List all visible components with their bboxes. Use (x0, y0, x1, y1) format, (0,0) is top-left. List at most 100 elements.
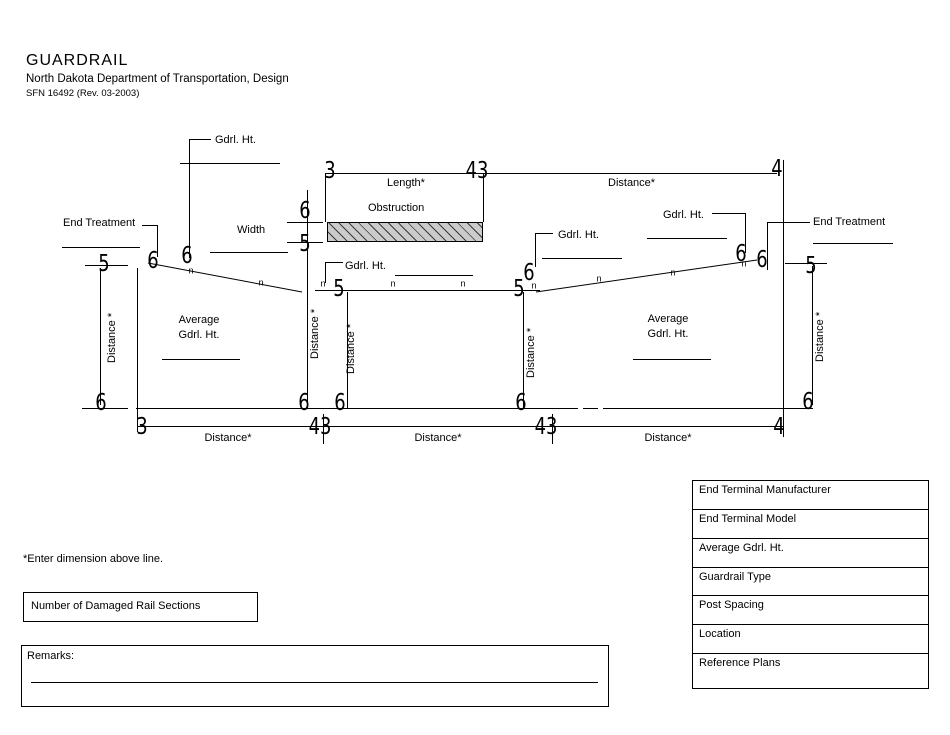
dimension-marker-4: 4 (771, 156, 783, 183)
gdrl-ht-top-leader (189, 139, 211, 140)
table-row-label: Location (699, 628, 741, 640)
gdrl-ht-middle-leader (325, 262, 343, 263)
bottom-dim-tick-middle (552, 414, 553, 444)
damaged-rail-sections-label: Number of Damaged Rail Sections (31, 600, 201, 612)
dimension-footnote: *Enter dimension above line. (23, 553, 164, 565)
table-row-label: End Terminal Manufacturer (699, 484, 831, 496)
obstruction-bottom-tick (287, 242, 323, 243)
guardrail-slant-right (535, 259, 758, 293)
table-row-label: Reference Plans (699, 657, 781, 669)
end-treatment-right-entry-line[interactable] (813, 243, 893, 244)
table-row-end-terminal-model[interactable]: End Terminal Model (693, 510, 928, 539)
ground-line-left (136, 408, 578, 409)
dimension-marker-6: 6 (147, 248, 159, 275)
table-row-label: Post Spacing (699, 599, 764, 611)
end-treatment-left-label: End Treatment (63, 217, 136, 229)
dimension-marker-6: 6 (298, 390, 310, 417)
gdrl-ht-midright-entry-line[interactable] (542, 258, 622, 259)
damaged-rail-sections-field[interactable]: Number of Damaged Rail Sections (23, 592, 258, 622)
dimension-marker-6: 6 (95, 390, 107, 417)
ground-line-right (603, 408, 813, 409)
gdrl-ht-right-leader (712, 213, 745, 214)
gdrl-ht-middle-entry-line[interactable] (395, 275, 473, 276)
end-treatment-left-leader-vert (157, 225, 158, 257)
distance-vertical-mid-left: Distance * (345, 323, 357, 374)
page-title: GUARDRAIL (26, 52, 129, 69)
gdrl-ht-midright-leader (535, 233, 553, 234)
dimension-marker-5: 5 (333, 276, 345, 303)
dimension-marker-43: 43 (465, 158, 489, 185)
post-marker-n: n (390, 278, 396, 289)
remarks-entry-line[interactable] (31, 682, 598, 683)
bottom-dim-tick-left (323, 414, 324, 444)
bottom-dimension-line (137, 426, 783, 427)
table-row-average-gdrl-ht[interactable]: Average Gdrl. Ht. (693, 539, 928, 568)
post-marker-n: n (596, 273, 602, 284)
remarks-field[interactable]: Remarks: (21, 645, 609, 707)
dimension-marker-6: 6 (802, 389, 814, 416)
end-treatment-right-leader (768, 222, 810, 223)
table-row-guardrail-type[interactable]: Guardrail Type (693, 568, 928, 596)
right-boundary-vert-line (783, 160, 784, 437)
dimension-marker-6: 6 (181, 243, 193, 270)
table-row-label: End Terminal Model (699, 513, 797, 525)
middle-rail-line (315, 290, 540, 291)
dimension-marker-6: 6 (334, 390, 346, 417)
post-marker-n: n (320, 278, 326, 289)
average-gdrl-ht-right-entry-line[interactable] (633, 359, 711, 360)
table-row-location[interactable]: Location (693, 625, 928, 654)
right-distance-vert-line (812, 266, 813, 405)
dimension-marker-5: 5 (513, 276, 525, 303)
left-boundary-vert-line (137, 268, 138, 432)
right-top-tick (785, 263, 827, 264)
dimension-marker-6: 6 (523, 260, 535, 287)
dimension-marker-43: 43 (534, 414, 558, 441)
obstruction-right-drop (483, 173, 484, 222)
dimension-marker-6: 6 (515, 390, 527, 417)
top-dimension-line (325, 173, 777, 174)
table-row-reference-plans[interactable]: Reference Plans (693, 654, 928, 688)
remarks-label: Remarks: (27, 650, 75, 662)
dimension-marker-3: 3 (324, 158, 336, 185)
distance-vertical-right: Distance * (814, 311, 826, 362)
post-marker-n: n (188, 265, 194, 276)
gdrl-ht-right-entry-line[interactable] (647, 238, 727, 239)
end-treatment-left-entry-line[interactable] (62, 247, 140, 248)
dimension-marker-3: 3 (136, 414, 148, 441)
left-top-tick (85, 265, 128, 266)
average-gdrl-ht-left-label: Average Gdrl. Ht. (178, 314, 220, 342)
post-marker-n: n (531, 280, 537, 291)
gdrl-ht-top-entry-line[interactable] (180, 163, 280, 164)
average-gdrl-ht-left-entry-line[interactable] (162, 359, 240, 360)
obstruction-label: Obstruction (368, 202, 425, 214)
gdrl-ht-middle-label: Gdrl. Ht. (345, 260, 386, 272)
summary-table: End Terminal Manufacturer End Terminal M… (692, 480, 929, 689)
distance-vertical-mid-right: Distance * (525, 327, 537, 378)
table-row-post-spacing[interactable]: Post Spacing (693, 596, 928, 625)
end-treatment-left-leader (142, 225, 158, 226)
distance-vertical-left: Distance * (106, 312, 118, 363)
dimension-marker-5: 5 (299, 231, 311, 258)
post-marker-n: n (258, 277, 264, 288)
end-treatment-right-leader-vert (767, 222, 768, 270)
gdrl-ht-right-label: Gdrl. Ht. (663, 209, 704, 221)
distance-bottom-right-label: Distance* (644, 432, 692, 444)
dimension-marker-6: 6 (756, 247, 768, 274)
gdrl-ht-top-label: Gdrl. Ht. (215, 134, 256, 146)
dimension-marker-4: 4 (773, 414, 785, 441)
post-marker-n: n (460, 278, 466, 289)
obstruction-left-drop (325, 173, 326, 222)
left-bottom-tick (82, 408, 128, 409)
gdrl-ht-middle-leader-vert (325, 262, 326, 283)
width-entry-line[interactable] (210, 252, 288, 253)
distance-top-label: Distance* (608, 177, 656, 189)
obstruction-distance-vert-line (307, 190, 308, 408)
table-row-end-terminal-manufacturer[interactable]: End Terminal Manufacturer (693, 481, 928, 510)
end-treatment-right-label: End Treatment (813, 216, 886, 228)
post-marker-n: n (741, 258, 747, 269)
ground-line-dash (583, 408, 598, 409)
dimension-marker-43: 43 (308, 414, 332, 441)
table-row-label: Guardrail Type (699, 571, 771, 583)
dimension-marker-6: 6 (735, 241, 747, 268)
length-label: Length* (387, 177, 425, 189)
